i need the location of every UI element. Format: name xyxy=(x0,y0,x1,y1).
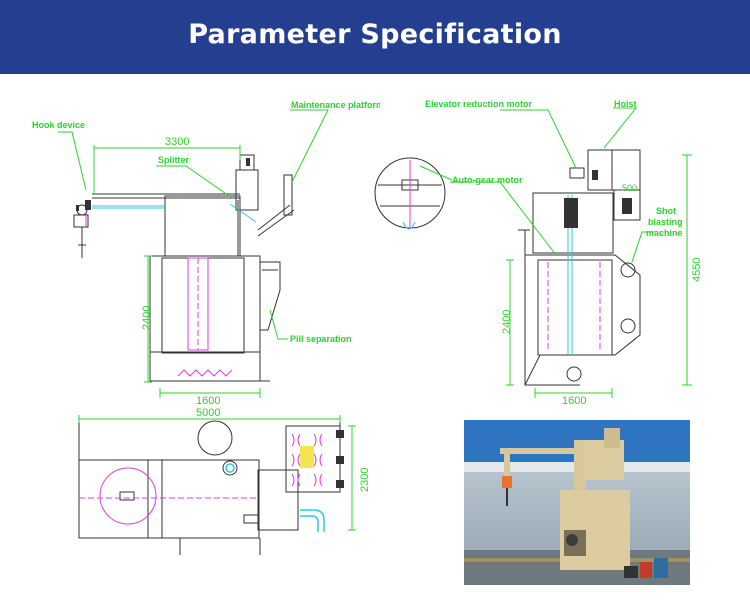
front-view-drawing: Elevator reduction motor Hoist Auto-gear… xyxy=(374,99,703,407)
dim-2300: 2300 xyxy=(359,468,371,492)
page-title: Parameter Specification xyxy=(188,19,562,50)
dim-1600-side: 1600 xyxy=(196,395,220,407)
dim-1600-front: 1600 xyxy=(562,395,586,407)
elevator-reduction-motor-label: Elevator reduction motor xyxy=(425,99,533,109)
shot-label-line2: blasting xyxy=(648,217,683,227)
shot-label-line3: machine xyxy=(646,228,683,238)
top-view-drawing: 5000 2300 xyxy=(78,407,371,555)
machine-photo xyxy=(464,420,690,585)
dim-2400-front: 2400 xyxy=(501,310,513,334)
dim-5000: 5000 xyxy=(196,407,220,419)
shot-label-line1: Shot xyxy=(656,206,676,216)
dim-4550: 4550 xyxy=(691,258,703,282)
dim-500: 500 xyxy=(622,183,637,193)
pill-separation-label: Pill separation xyxy=(290,334,352,344)
auto-gear-motor-label: Auto-gear motor xyxy=(452,175,523,185)
dim-3300: 3300 xyxy=(165,136,189,148)
side-view-drawing: Hook device Maintenance platform Splitte… xyxy=(32,100,380,407)
hook-device-label: Hook device xyxy=(32,120,85,130)
maintenance-platform-label: Maintenance platform xyxy=(291,100,380,110)
splitter-label: Splitter xyxy=(158,155,190,165)
hoist-label: Hoist xyxy=(614,99,637,109)
dim-2400-side: 2400 xyxy=(141,306,153,330)
header-banner: Parameter Specification xyxy=(0,0,750,74)
